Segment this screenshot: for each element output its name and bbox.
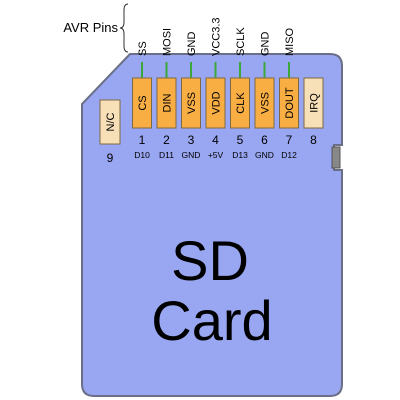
pin-3-arduino-label: GND — [182, 150, 201, 160]
pin-5-number: 5 — [237, 133, 244, 147]
pin-1-contact — [132, 77, 152, 129]
pin-3-number: 3 — [188, 133, 195, 147]
pin-7-arduino-label: D12 — [281, 150, 297, 160]
pin-5-arduino-label: D13 — [232, 150, 248, 160]
pin-1-name: CS — [137, 95, 149, 110]
pin-6-name: VSS — [260, 92, 272, 114]
pin-6-number: 6 — [261, 133, 268, 147]
pin-4-name: VDD — [211, 91, 223, 114]
pin-7-number: 7 — [286, 133, 293, 147]
pin-7-contact — [279, 77, 299, 129]
card-title-sd: SD — [171, 229, 249, 292]
avr-pins-bracket — [119, 3, 129, 53]
write-protect-notch — [331, 146, 341, 169]
pin-9-number: 9 — [107, 151, 114, 165]
pin-3-name: VSS — [186, 92, 198, 114]
avr-pins-label: AVR Pins — [63, 20, 118, 35]
pin-8-contact — [303, 77, 324, 129]
pin-2-arduino-label: D11 — [159, 150, 174, 160]
pin-2-avr-label: MOSI — [162, 28, 174, 56]
pin-4-number: 4 — [212, 133, 219, 147]
pin-9-name: N/C — [105, 112, 117, 131]
pin-4-contact — [205, 77, 226, 129]
pin-2-contact — [156, 77, 177, 129]
pins-layer: SSCS1D10MOSIDIN2D11GNDVSS3GNDVCC3.3VDD4+… — [132, 17, 324, 160]
pin-4-avr-label: VCC3.3 — [211, 17, 223, 56]
pin-6-avr-label: GND — [260, 32, 272, 57]
pin-4-arduino-label: +5V — [208, 150, 224, 160]
pin-1-arduino-label: D10 — [134, 150, 150, 160]
pin-6-arduino-label: GND — [255, 150, 274, 160]
sd-card-body — [81, 53, 343, 397]
pin-9-contact — [99, 99, 121, 145]
pin-3-contact — [181, 77, 201, 129]
pin-5-contact — [230, 77, 250, 129]
pin-8-number: 8 — [310, 133, 317, 147]
pin-7-name: DOUT — [284, 87, 296, 118]
card-title-card: Card — [151, 289, 272, 352]
pin-6-contact — [254, 77, 275, 129]
pin-5-avr-label: SCLK — [235, 27, 247, 56]
pin-8-name: IRQ — [309, 93, 321, 113]
pin-2-number: 2 — [163, 133, 170, 147]
pin-5-name: CLK — [235, 92, 247, 114]
pin-2-name: DIN — [162, 93, 174, 112]
pin-1-avr-label: SS — [137, 41, 149, 56]
pin-3-avr-label: GND — [186, 32, 198, 57]
pin-1-number: 1 — [139, 133, 146, 147]
pin-7-avr-label: MISO — [284, 27, 296, 56]
